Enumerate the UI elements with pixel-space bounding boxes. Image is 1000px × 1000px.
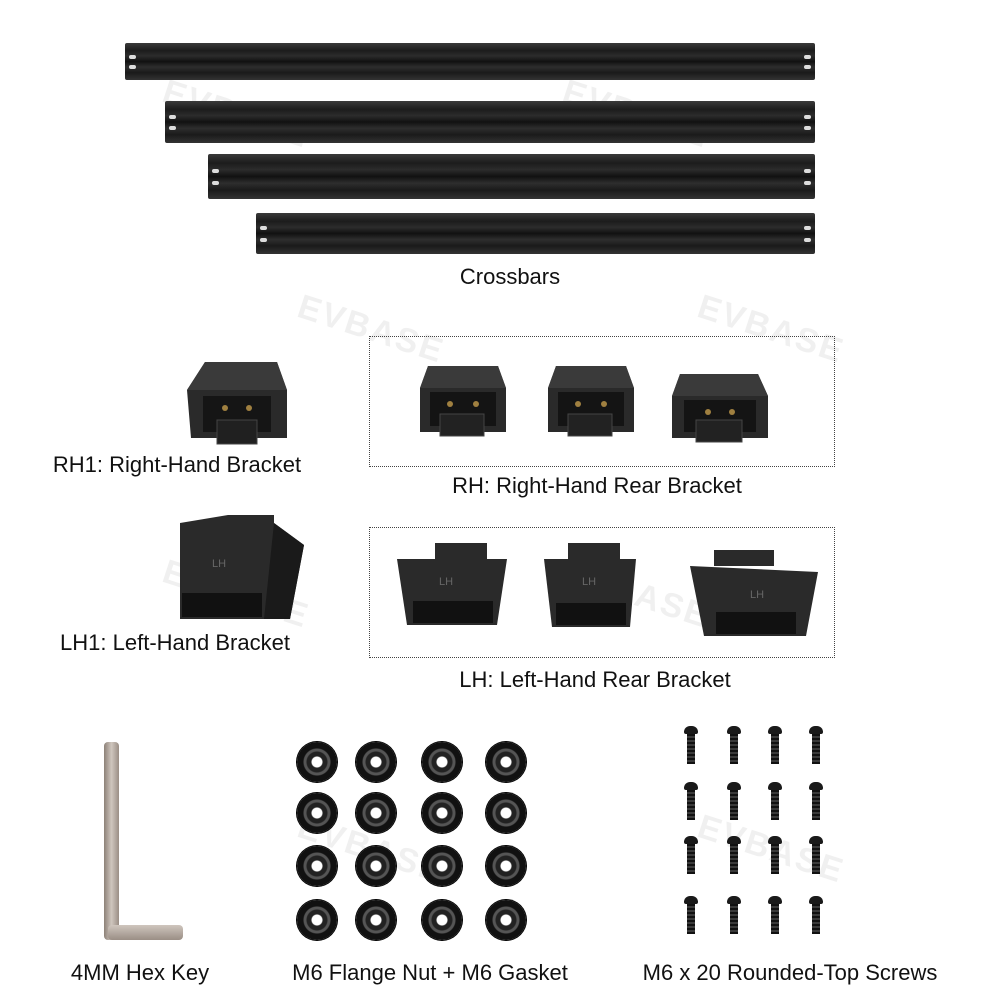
flange-nut — [297, 793, 337, 833]
flange-nut — [297, 742, 337, 782]
lh1-mark: LH — [212, 558, 226, 570]
screw — [684, 836, 698, 876]
rh1-label: RH1: Right-Hand Bracket — [52, 452, 302, 477]
flange-nut — [422, 846, 462, 886]
flange-nut — [486, 742, 526, 782]
flange-nut — [356, 846, 396, 886]
flange-nut — [422, 793, 462, 833]
flange-nut — [422, 900, 462, 940]
nuts-label: M6 Flange Nut + M6 Gasket — [292, 960, 568, 985]
flange-nut — [486, 793, 526, 833]
lh-rear-bracket: LH — [690, 550, 818, 636]
screw — [684, 896, 698, 936]
flange-nut — [297, 846, 337, 886]
crossbar — [165, 101, 815, 143]
screw — [768, 726, 782, 766]
flange-nut — [297, 900, 337, 940]
rh-rear-bracket — [672, 374, 768, 443]
flange-nut — [356, 900, 396, 940]
crossbar — [256, 213, 815, 254]
lh1-label: LH1: Left-Hand Bracket — [60, 630, 290, 655]
lh1-bracket: LH — [180, 515, 304, 619]
crossbar — [208, 154, 815, 199]
flange-nut — [486, 900, 526, 940]
screw — [727, 896, 741, 936]
lh-label: LH: Left-Hand Rear Bracket — [459, 667, 731, 692]
hex-key — [104, 742, 119, 940]
screw — [684, 782, 698, 822]
rh-rear-bracket-group — [369, 336, 835, 467]
crossbars-label: Crossbars — [459, 264, 561, 289]
crossbar — [125, 43, 815, 80]
screw — [809, 726, 823, 766]
flange-nut — [486, 846, 526, 886]
screw — [809, 782, 823, 822]
screw — [768, 836, 782, 876]
hex-key-label: 4MM Hex Key — [70, 960, 210, 985]
hex-key-arm — [108, 925, 183, 940]
rh-rear-bracket — [548, 366, 634, 437]
screw — [727, 782, 741, 822]
lh-rear-bracket: LH — [397, 543, 507, 625]
screw — [768, 782, 782, 822]
lh-mark: LH — [439, 576, 453, 588]
screw — [684, 726, 698, 766]
screws-label: M6 x 20 Rounded-Top Screws — [642, 960, 938, 985]
lh-rear-bracket: LH — [544, 543, 636, 627]
rh1-bracket — [187, 362, 287, 445]
screw — [727, 836, 741, 876]
lh-mark: LH — [582, 576, 596, 588]
flange-nut — [356, 793, 396, 833]
flange-nut — [356, 742, 396, 782]
rh-label: RH: Right-Hand Rear Bracket — [452, 473, 742, 498]
lh-mark: LH — [750, 589, 764, 601]
lh-rear-bracket-group — [369, 527, 835, 658]
flange-nut — [422, 742, 462, 782]
screw — [809, 836, 823, 876]
screw — [768, 896, 782, 936]
rh-rear-bracket — [420, 366, 506, 437]
screw — [727, 726, 741, 766]
screw — [809, 896, 823, 936]
